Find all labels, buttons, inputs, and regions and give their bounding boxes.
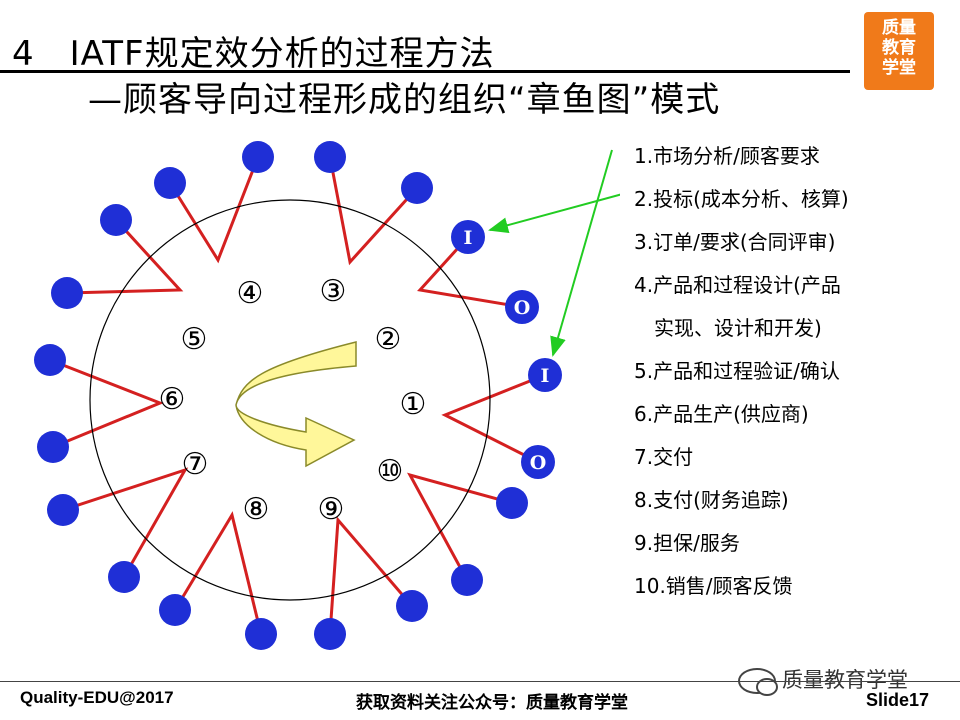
node-dot xyxy=(108,561,140,593)
legend-item: 1.市场分析/顾客要求 xyxy=(634,144,820,168)
step-number: ⑤ xyxy=(181,322,208,357)
io-label: O xyxy=(514,297,531,319)
nodes-group xyxy=(34,141,528,650)
io-node xyxy=(451,220,485,254)
step-number: ① xyxy=(400,387,427,422)
node-dot xyxy=(242,141,274,173)
tentacle xyxy=(328,516,414,635)
footer-rule xyxy=(0,681,960,682)
node-dot xyxy=(100,204,132,236)
step-number: ⑥ xyxy=(159,382,186,417)
node-dot xyxy=(159,594,191,626)
node-dot xyxy=(401,172,433,204)
legend-item: 实现、设计和开发) xyxy=(634,316,822,340)
legend-item: 6.产品生产(供应商) xyxy=(634,402,809,426)
io-node xyxy=(521,445,555,479)
slide-title-line-2: —顾客导向过程形成的组织“章鱼图”模式 xyxy=(88,80,721,120)
step-number: ⑦ xyxy=(182,447,209,482)
logo-line-3: 学堂 xyxy=(882,58,916,78)
tentacle xyxy=(168,156,260,264)
wechat-text: 质量教育学堂 xyxy=(782,668,908,692)
tentacle xyxy=(62,467,189,578)
step-number: ⑨ xyxy=(318,492,345,527)
node-dot xyxy=(496,487,528,519)
tentacle xyxy=(407,472,513,581)
pointer-arrows-group xyxy=(488,149,620,357)
node-dot xyxy=(51,277,83,309)
footer-promo: 获取资料关注公众号：质量教育学堂 xyxy=(356,693,628,713)
legend-item: 7.交付 xyxy=(634,445,694,469)
step-number: ④ xyxy=(237,276,264,311)
pointer-arrow xyxy=(550,149,613,357)
footer-copyright: Quality-EDU@2017 xyxy=(20,688,174,707)
step-number: ⑧ xyxy=(243,492,270,527)
node-dot xyxy=(314,618,346,650)
step-numbers-group: ① ②③ ④⑤ ⑥ ⑦⑧ ⑨⑩ xyxy=(159,274,427,527)
wechat-watermark: 质量教育学堂 xyxy=(738,664,908,696)
flow-arrow xyxy=(235,341,357,468)
tentacle xyxy=(66,218,184,295)
node-dot xyxy=(245,618,277,650)
slide-number: Slide17 xyxy=(866,690,930,710)
legend-item: 9.担保/服务 xyxy=(634,531,740,555)
node-dot xyxy=(314,141,346,173)
io-node xyxy=(528,358,562,392)
io-nodes-group: I O I O xyxy=(451,220,562,479)
slide-title-line-1: 4 IATF规定效分析的过程方法 xyxy=(12,34,495,74)
io-label: I xyxy=(464,227,473,249)
io-tentacle xyxy=(441,373,546,464)
process-legend: 1.市场分析/顾客要求 2.投标(成本分析、核算) 3.订单/要求(合同评审) … xyxy=(634,140,934,613)
legend-item: 2.投标(成本分析、核算) xyxy=(634,187,849,211)
tentacle xyxy=(328,156,419,266)
legend-item: 4.产品和过程设计(产品 xyxy=(634,273,841,297)
node-dot xyxy=(451,564,483,596)
step-number: ③ xyxy=(320,274,347,309)
node-dot xyxy=(396,590,428,622)
pointer-arrow xyxy=(488,193,620,234)
step-number: ⑩ xyxy=(377,454,404,489)
legend-item: 10.销售/顾客反馈 xyxy=(634,574,793,598)
step-number: ② xyxy=(375,322,402,357)
tentacle xyxy=(173,511,263,635)
io-tentacle xyxy=(417,235,523,309)
io-node xyxy=(505,290,539,324)
tentacles-group xyxy=(49,156,546,635)
legend-item: 5.产品和过程验证/确认 xyxy=(634,359,840,383)
tentacle xyxy=(49,358,165,449)
io-label: I xyxy=(541,365,550,387)
node-dot xyxy=(37,431,69,463)
legend-item: 8.支付(财务追踪) xyxy=(634,488,789,512)
process-circle xyxy=(89,199,491,601)
node-dot xyxy=(47,494,79,526)
octopus-diagram: ① ②③ ④⑤ ⑥ ⑦⑧ ⑨⑩ I O I O xyxy=(34,141,620,650)
logo: 质量 教育 学堂 xyxy=(864,12,934,90)
logo-line-1: 质量 xyxy=(882,18,916,38)
node-dot xyxy=(154,167,186,199)
legend-item: 3.订单/要求(合同评审) xyxy=(634,230,836,254)
logo-line-2: 教育 xyxy=(882,38,916,58)
node-dot xyxy=(34,344,66,376)
title-rule xyxy=(0,70,850,73)
io-label: O xyxy=(530,452,547,474)
